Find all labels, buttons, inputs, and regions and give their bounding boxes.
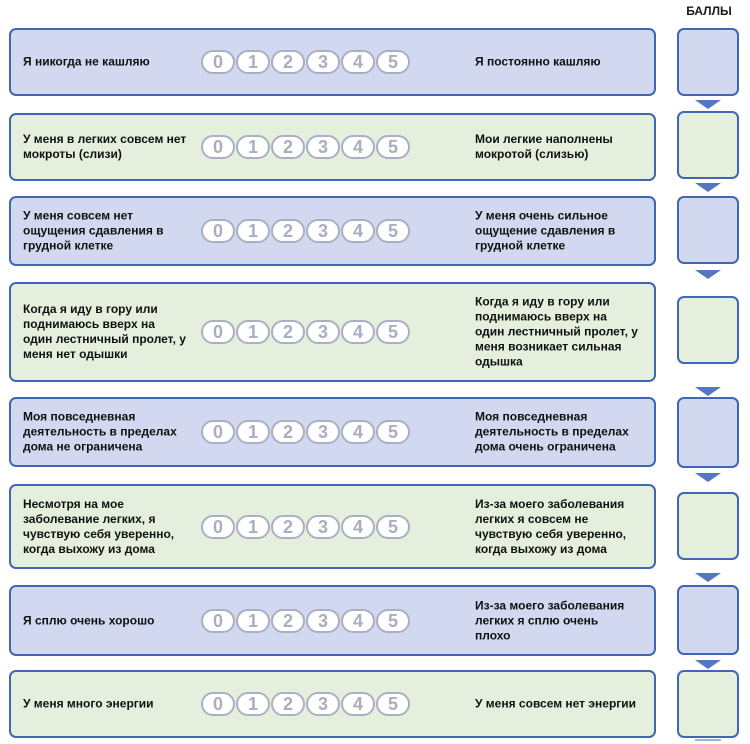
scale-option-1[interactable]: 1 bbox=[236, 514, 270, 539]
rating-scale: 0 1 2 3 4 5 bbox=[201, 50, 410, 74]
question-row-cough: Я никогда не кашляю 0 1 2 3 4 5 Я постоя… bbox=[9, 28, 656, 96]
score-input-box[interactable] bbox=[677, 585, 739, 655]
scale-option-2[interactable]: 2 bbox=[271, 692, 305, 716]
rating-scale: 0 1 2 3 4 5 bbox=[201, 219, 410, 243]
left-statement: Когда я иду в гору или поднимаюсь вверх … bbox=[23, 302, 186, 361]
scale-option-1[interactable]: 1 bbox=[236, 219, 270, 243]
scale-option-5[interactable]: 5 bbox=[376, 420, 410, 444]
down-arrow-icon bbox=[695, 660, 721, 669]
scale-option-5[interactable]: 5 bbox=[376, 320, 410, 344]
scale-option-1[interactable]: 1 bbox=[236, 320, 270, 344]
scale-option-1[interactable]: 1 bbox=[236, 420, 270, 444]
scale-option-4[interactable]: 4 bbox=[341, 608, 375, 633]
right-statement: Из-за моего заболевания легких я сплю оч… bbox=[475, 598, 625, 642]
left-statement: Я сплю очень хорошо bbox=[23, 613, 155, 627]
question-row-energy: У меня много энергии 0 1 2 3 4 5 У меня … bbox=[9, 670, 656, 738]
scale-option-3[interactable]: 3 bbox=[306, 135, 340, 159]
question-row-chest-tightness: У меня совсем нет ощущения сдавления в г… bbox=[9, 196, 656, 266]
rating-scale: 0 1 2 3 4 5 bbox=[201, 320, 410, 344]
question-row-breathlessness: Когда я иду в гору или поднимаюсь вверх … bbox=[9, 282, 656, 382]
scale-option-0[interactable]: 0 bbox=[201, 50, 235, 74]
left-statement: Я никогда не кашляю bbox=[23, 54, 150, 69]
question-row-phlegm: У меня в легких совсем нет мокроты (слиз… bbox=[9, 113, 656, 181]
scale-option-3[interactable]: 3 bbox=[306, 320, 340, 344]
scale-option-4[interactable]: 4 bbox=[341, 135, 375, 159]
left-statement: Моя повседневная деятельность в пределах… bbox=[23, 409, 177, 454]
score-input-box[interactable] bbox=[677, 28, 739, 96]
down-arrow-icon bbox=[695, 100, 721, 109]
left-statement: Несмотря на мое заболевание легких, я чу… bbox=[23, 496, 175, 556]
scale-option-3[interactable]: 3 bbox=[306, 50, 340, 74]
scale-option-0[interactable]: 0 bbox=[201, 608, 235, 633]
scale-option-3[interactable]: 3 bbox=[306, 608, 340, 633]
score-input-box[interactable] bbox=[677, 397, 739, 468]
scale-option-5[interactable]: 5 bbox=[376, 50, 410, 74]
right-statement: Я постоянно кашляю bbox=[475, 54, 601, 69]
scale-option-4[interactable]: 4 bbox=[341, 514, 375, 539]
scale-option-1[interactable]: 1 bbox=[236, 692, 270, 716]
score-input-box[interactable] bbox=[677, 492, 739, 560]
scale-option-1[interactable]: 1 bbox=[236, 135, 270, 159]
right-statement: У меня совсем нет энергии bbox=[475, 696, 637, 711]
scale-option-4[interactable]: 4 bbox=[341, 420, 375, 444]
scale-option-4[interactable]: 4 bbox=[341, 219, 375, 243]
scale-option-0[interactable]: 0 bbox=[201, 514, 235, 539]
scale-option-0[interactable]: 0 bbox=[201, 692, 235, 716]
right-statement: У меня очень сильное ощущение сдавления … bbox=[475, 208, 616, 253]
scale-option-3[interactable]: 3 bbox=[306, 420, 340, 444]
rating-scale: 0 1 2 3 4 5 bbox=[201, 692, 410, 716]
scale-option-1[interactable]: 1 bbox=[236, 608, 270, 633]
scale-option-1[interactable]: 1 bbox=[236, 50, 270, 74]
scale-option-0[interactable]: 0 bbox=[201, 135, 235, 159]
scale-option-2[interactable]: 2 bbox=[271, 608, 305, 633]
scale-option-3[interactable]: 3 bbox=[306, 692, 340, 716]
scale-option-2[interactable]: 2 bbox=[271, 219, 305, 243]
scale-option-5[interactable]: 5 bbox=[376, 219, 410, 243]
question-row-sleep: Я сплю очень хорошо 0 1 2 3 4 5 Из-за мо… bbox=[9, 585, 656, 656]
scale-option-5[interactable]: 5 bbox=[376, 608, 410, 633]
right-statement: Из-за моего заболевания легких я совсем … bbox=[475, 496, 627, 556]
scale-option-3[interactable]: 3 bbox=[306, 219, 340, 243]
question-row-home-activities: Моя повседневная деятельность в пределах… bbox=[9, 397, 656, 467]
score-input-box[interactable] bbox=[677, 111, 739, 179]
score-input-box[interactable] bbox=[677, 296, 739, 364]
scale-option-2[interactable]: 2 bbox=[271, 514, 305, 539]
scale-option-0[interactable]: 0 bbox=[201, 219, 235, 243]
scale-option-2[interactable]: 2 bbox=[271, 50, 305, 74]
rating-scale: 0 1 2 3 4 5 bbox=[201, 608, 410, 633]
right-statement: Моя повседневная деятельность в пределах… bbox=[475, 409, 629, 454]
right-statement: Мои легкие наполнены мокротой (слизью) bbox=[475, 132, 613, 161]
down-arrow-icon bbox=[695, 573, 721, 582]
scale-option-2[interactable]: 2 bbox=[271, 320, 305, 344]
scale-option-2[interactable]: 2 bbox=[271, 420, 305, 444]
left-statement: У меня много энергии bbox=[23, 696, 154, 711]
scale-option-4[interactable]: 4 bbox=[341, 320, 375, 344]
score-input-box[interactable] bbox=[677, 670, 739, 738]
scale-option-5[interactable]: 5 bbox=[376, 514, 410, 539]
scale-option-0[interactable]: 0 bbox=[201, 320, 235, 344]
score-input-box[interactable] bbox=[677, 196, 739, 264]
total-divider bbox=[695, 739, 721, 741]
rating-scale: 0 1 2 3 4 5 bbox=[201, 514, 410, 539]
scale-option-5[interactable]: 5 bbox=[376, 692, 410, 716]
right-statement: Когда я иду в гору или поднимаюсь вверх … bbox=[475, 294, 638, 369]
down-arrow-icon bbox=[695, 387, 721, 396]
down-arrow-icon bbox=[695, 473, 721, 482]
rating-scale: 0 1 2 3 4 5 bbox=[201, 420, 410, 444]
scale-option-4[interactable]: 4 bbox=[341, 50, 375, 74]
down-arrow-icon bbox=[695, 270, 721, 279]
question-row-confidence: Несмотря на мое заболевание легких, я чу… bbox=[9, 484, 656, 569]
score-column-header: БАЛЛЫ bbox=[686, 4, 732, 18]
scale-option-3[interactable]: 3 bbox=[306, 514, 340, 539]
left-statement: У меня совсем нет ощущения сдавления в г… bbox=[23, 208, 164, 253]
down-arrow-icon bbox=[695, 183, 721, 192]
scale-option-2[interactable]: 2 bbox=[271, 135, 305, 159]
scale-option-5[interactable]: 5 bbox=[376, 135, 410, 159]
left-statement: У меня в легких совсем нет мокроты (слиз… bbox=[23, 132, 187, 161]
rating-scale: 0 1 2 3 4 5 bbox=[201, 135, 410, 159]
scale-option-0[interactable]: 0 bbox=[201, 420, 235, 444]
scale-option-4[interactable]: 4 bbox=[341, 692, 375, 716]
